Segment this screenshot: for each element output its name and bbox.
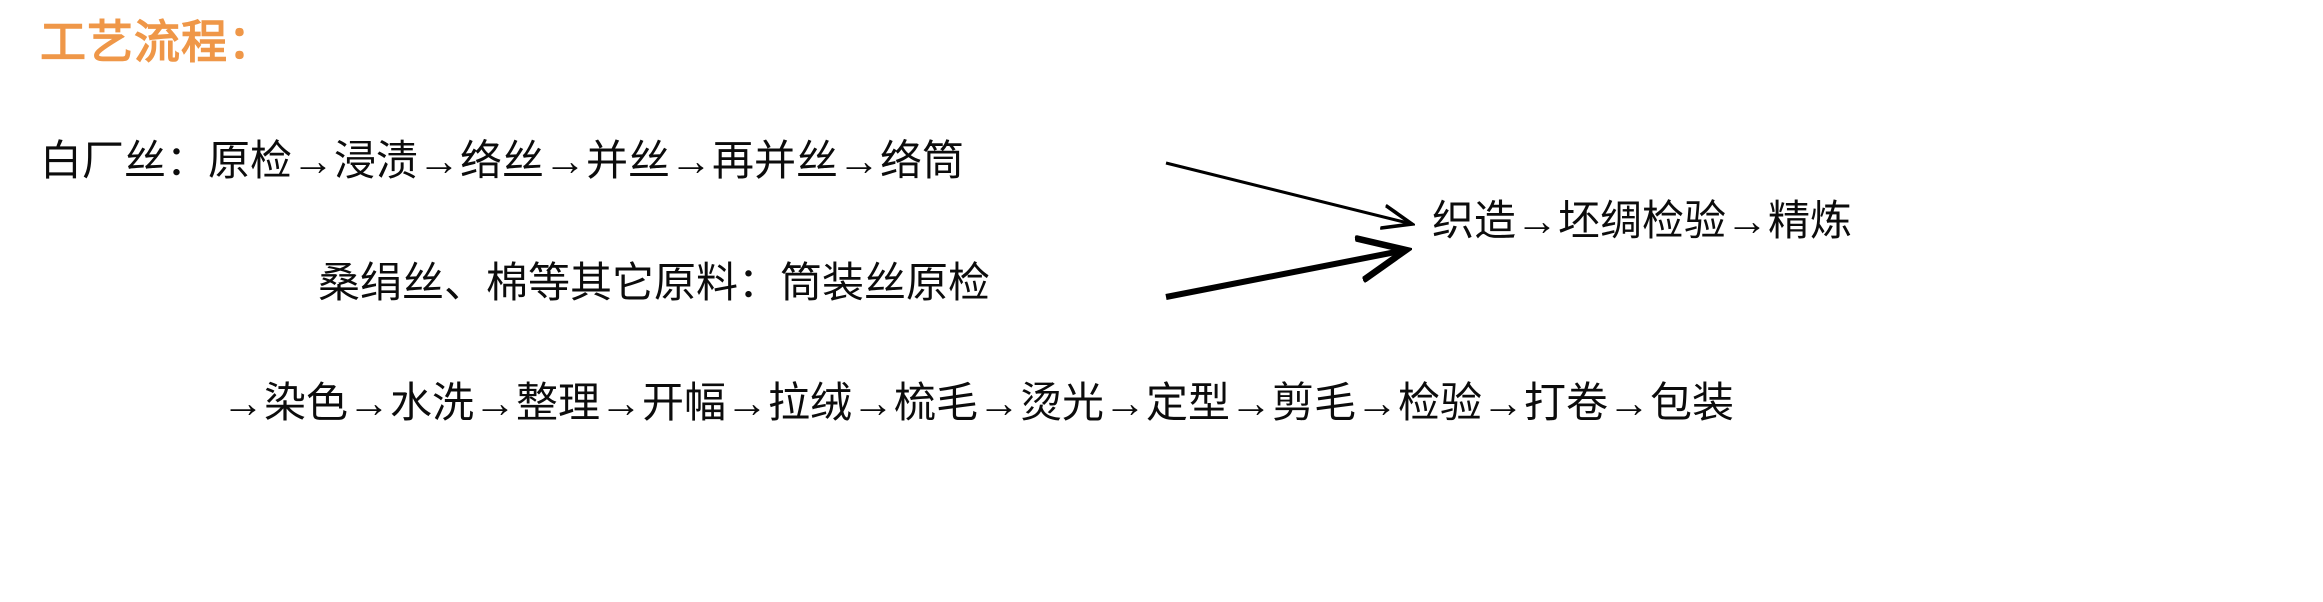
arrow-other-materials-to-weaving <box>1165 250 1406 300</box>
flow-line-finishing: →染色→水洗→整理→开幅→拉绒→梳毛→烫光→定型→剪毛→检验→打卷→包装 <box>222 379 1735 426</box>
flow-line-weaving: 织造→坯绸检验→精炼 <box>1432 197 1853 244</box>
page-title: 工艺流程： <box>40 16 275 68</box>
arrow-white-silk-to-weaving <box>1165 161 1412 224</box>
flow-line-white-silk: 白厂丝：原检→浸渍→络丝→并丝→再并丝→络筒 <box>40 137 965 184</box>
flow-line-other-materials: 桑绢丝、棉等其它原料：筒装丝原检 <box>318 259 991 306</box>
